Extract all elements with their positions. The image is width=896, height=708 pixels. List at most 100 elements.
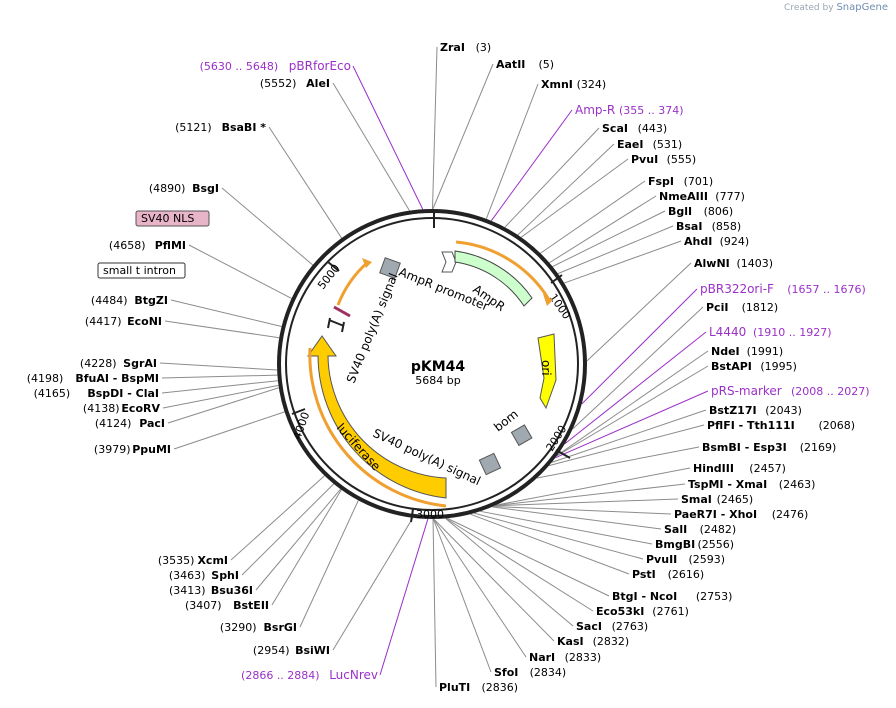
primer-label-5: LucNrev xyxy=(329,668,378,682)
site-pos-right-30: (2833) xyxy=(565,651,602,664)
small-t-intron-text: small t intron xyxy=(103,264,176,277)
site-pos-right-8: (806) xyxy=(704,205,734,218)
sv40-nls-box xyxy=(135,210,210,227)
site-pos-right-11: (1403) xyxy=(737,257,774,270)
site-label-right-10: AhdI xyxy=(684,235,712,248)
site-label-left-2: BsgI xyxy=(192,182,219,195)
ampr-promoter-arrow[interactable] xyxy=(441,251,457,273)
site-label-right-19: TspMI - XmaI xyxy=(688,478,767,491)
site-pos-right-12: (1812) xyxy=(742,301,779,314)
site-label-left-10: PacI xyxy=(139,417,165,430)
leader-right-31 xyxy=(432,518,492,673)
leader-left-7 xyxy=(161,374,278,379)
sv40-polya-lower-box[interactable] xyxy=(478,452,502,476)
ampr-arrow[interactable] xyxy=(454,250,533,307)
site-label-right-24: PvuII xyxy=(646,553,677,566)
leader-left-4 xyxy=(170,299,282,327)
site-pos-right-32: (2836) xyxy=(482,681,519,694)
site-pos-left-8: (4165) xyxy=(34,387,71,400)
site-pos-right-3: (443) xyxy=(638,122,668,135)
site-label-left-8: BspDI - ClaI xyxy=(87,387,159,400)
site-pos-right-23: (2556) xyxy=(698,538,735,551)
site-label-right-27: Eco53kI xyxy=(596,605,644,618)
tick-4000-label: 4000 xyxy=(291,410,313,441)
site-label-right-11: AlwNI xyxy=(694,257,730,270)
site-pos-left-9: (4138) xyxy=(83,402,120,415)
leader-left-0 xyxy=(332,82,410,211)
credit-prefix: Created by xyxy=(784,3,834,13)
site-pos-right-9: (858) xyxy=(712,220,742,233)
site-label-left-1: BsaBI * xyxy=(222,121,267,134)
tick-2000-mark xyxy=(555,449,571,459)
site-pos-right-5: (555) xyxy=(667,153,697,166)
site-label-left-16: BsrGI xyxy=(264,621,297,634)
site-pos-right-16: (2068) xyxy=(819,419,856,432)
tick-5000-label: 5000 xyxy=(315,262,342,292)
leader-right-3 xyxy=(504,127,600,228)
primer-leader-1 xyxy=(490,109,573,222)
leader-right-13 xyxy=(556,350,709,456)
site-pos-right-4: (531) xyxy=(653,138,683,151)
credit-brand: SnapGene xyxy=(836,2,888,13)
leader-left-10 xyxy=(167,387,279,424)
site-pos-left-14: (3413) xyxy=(169,584,206,597)
site-label-right-18: HindIII xyxy=(693,462,734,475)
leader-right-6 xyxy=(540,180,646,254)
leader-left-6 xyxy=(159,362,278,371)
site-label-right-16: PflFI - Tth111I xyxy=(707,419,795,432)
site-pos-right-25: (2616) xyxy=(668,568,705,581)
sv40-nls-mark[interactable] xyxy=(333,305,351,318)
ori-arrow[interactable] xyxy=(537,333,557,410)
site-pos-left-3: (4658) xyxy=(109,239,146,252)
leader-right-9 xyxy=(557,225,674,275)
leader-left-1 xyxy=(268,126,343,239)
site-pos-right-17: (2169) xyxy=(800,441,837,454)
leader-right-27 xyxy=(445,517,594,612)
leader-right-1 xyxy=(432,63,494,210)
ori-label: ori xyxy=(539,360,553,376)
site-pos-left-5: (4417) xyxy=(85,315,122,328)
leader-right-26 xyxy=(447,517,610,597)
site-label-left-14: Bsu36I xyxy=(211,584,253,597)
leader-right-7 xyxy=(549,195,657,264)
small-t-intron-mark[interactable] xyxy=(327,317,345,333)
leader-right-10 xyxy=(564,240,682,284)
sv40-polya-upper-box[interactable] xyxy=(379,257,401,279)
site-label-right-1: AatII xyxy=(496,58,525,71)
site-label-left-7: BfuAI - BspMI xyxy=(75,372,159,385)
sv40-polya-upper-label: SV40 poly(A) signal xyxy=(344,271,401,385)
leader-right-29 xyxy=(433,518,555,642)
site-pos-right-18: (2457) xyxy=(749,462,786,475)
primer-pos-1: (355 .. 374) xyxy=(619,104,684,117)
site-pos-left-6: (4228) xyxy=(80,357,117,370)
luciferase-arrow[interactable] xyxy=(307,335,447,499)
primer-leader-2 xyxy=(581,288,698,405)
leader-lines xyxy=(159,46,709,688)
restriction-site-labels: AleI(5552)BsaBI *(5121)BsgI(4890)PflMI(4… xyxy=(27,41,870,694)
site-pos-left-16: (3290) xyxy=(220,621,257,634)
site-pos-right-10: (924) xyxy=(720,235,750,248)
site-label-right-29: KasI xyxy=(557,635,584,648)
leader-left-14 xyxy=(255,488,341,591)
leader-right-11 xyxy=(586,262,692,362)
leader-right-20 xyxy=(494,498,679,507)
leader-right-25 xyxy=(470,513,630,575)
site-label-right-28: SacI xyxy=(576,620,602,633)
site-label-right-8: BglI xyxy=(668,205,692,218)
site-label-right-26: BtgI - NcoI xyxy=(612,590,677,603)
primer-pos-5: (2866 .. 2884) xyxy=(241,669,320,682)
leader-right-16 xyxy=(548,424,705,467)
leader-right-24 xyxy=(473,512,644,560)
backbone-outer xyxy=(277,209,587,519)
leader-right-19 xyxy=(494,483,686,507)
leader-right-8 xyxy=(552,210,666,268)
leader-left-8 xyxy=(161,380,278,394)
site-pos-right-26: (2753) xyxy=(696,590,733,603)
bom-box[interactable] xyxy=(510,424,533,447)
primer-label-3: L4440 xyxy=(709,325,746,339)
ampr-orf-arrowhead xyxy=(543,294,553,306)
primer-leader-4 xyxy=(555,390,709,459)
plasmid-length: 5684 bp xyxy=(415,374,460,387)
leader-right-15 xyxy=(551,409,707,463)
